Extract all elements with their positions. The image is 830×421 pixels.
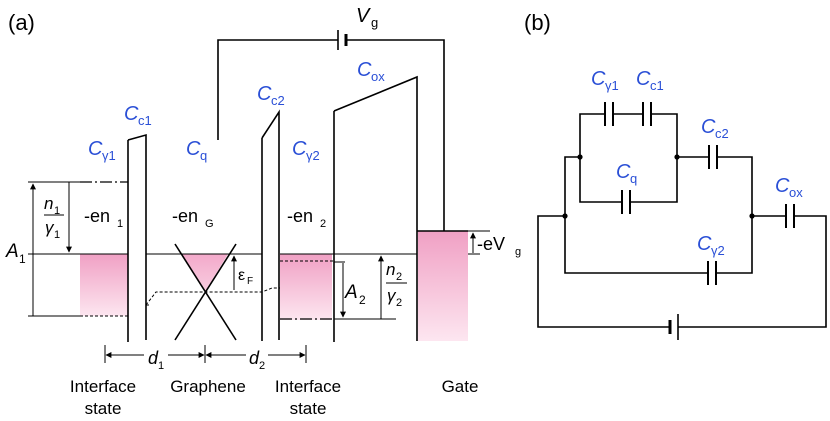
b-cgamma2-sub: γ2 [711,243,725,258]
b-cgamma1-label: C [591,68,606,90]
barrier1-profile [127,133,147,340]
cgamma1-sub: γ1 [102,148,116,163]
en1-sub: 1 [117,218,123,230]
interface2-filled-states [280,254,332,320]
cc2-sub: c2 [271,93,285,108]
vg-wire-left [217,39,338,140]
panel-b-tag: (b) [524,10,551,35]
cc1-label: C [124,103,139,125]
cq-label: C [186,138,201,160]
cc2-label: C [257,83,272,105]
graphene-dirac-cone-filled [182,254,228,292]
interface2-caption-line2: state [290,399,327,418]
en1-label: -en [84,206,110,226]
vg-sub: g [371,15,378,30]
b-cc1-label: C [636,68,651,90]
oxide-profile [333,75,418,341]
d2-sub: 2 [259,360,265,372]
d1-label: d [148,348,159,368]
b-cc2-label: C [701,116,716,138]
cgamma2-sub: γ2 [306,148,320,163]
n2-label: n [386,260,395,279]
barrier2-profile [261,109,280,340]
cgamma2-label: C [292,138,307,160]
interface1-caption-line1: Interface [70,377,136,396]
epsilon-f-label: ε [238,267,245,284]
n1-label: n [44,194,53,213]
en2-label: -en [287,206,313,226]
a1-label: A [5,241,19,262]
gamma1-sub: 1 [54,229,60,241]
en2-sub: 2 [320,218,326,230]
enG-sub: G [205,218,214,230]
cc1-sub: c1 [138,113,152,128]
b-cc1-sub: c1 [650,78,664,93]
b-cc2-sub: c2 [715,126,729,141]
enG-label: -en [172,206,198,226]
gamma2-sub: 2 [396,297,402,309]
panel-a-tag: (a) [8,10,35,35]
b-cgamma2-label: C [697,233,712,255]
gamma1-label: γ [45,218,55,237]
interface1-caption-line2: state [85,399,122,418]
cgamma1-label: C [88,138,103,160]
eVg-label: -eV [477,234,505,254]
d2-label: d [249,348,260,368]
n2-sub: 2 [396,271,402,283]
epsilon-f-sub: F [247,276,253,287]
cox-label: C [357,59,372,81]
interface1-filled-states [80,254,128,316]
interface2-caption-line1: Interface [275,377,341,396]
n1-sub: 1 [54,205,60,217]
b-cgamma1-sub: γ1 [605,78,619,93]
gate-filled-states [418,231,468,341]
graphene-caption: Graphene [170,377,246,396]
dirac-cone-line-2 [174,243,237,341]
vg-wire-right [346,39,445,231]
a2-label: A [344,282,358,303]
b-cq-sub: q [630,171,637,186]
a1-sub: 1 [19,252,26,266]
gamma2-label: γ [387,286,397,305]
gate-caption: Gate [442,377,479,396]
cox-sub: ox [371,69,385,84]
a2-sub: 2 [359,293,366,307]
cq-sub: q [200,148,207,163]
b-cox-label: C [775,175,790,197]
b-cox-sub: ox [789,185,803,200]
b-cq-label: C [616,161,631,183]
equivalent-circuit [537,102,827,340]
vg-label: V [356,5,371,27]
d1-sub: 1 [158,360,164,372]
eVg-sub: g [515,246,521,258]
